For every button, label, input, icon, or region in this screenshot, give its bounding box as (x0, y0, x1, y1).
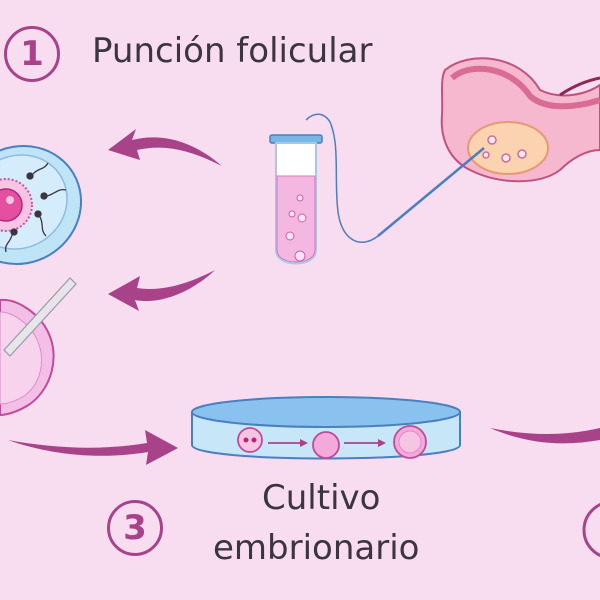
step-3-title-line2: embrionario (213, 528, 420, 568)
step-badge-partial (582, 503, 600, 557)
step-3-title-line1: Cultivo (262, 478, 381, 518)
step-3-badge: 3 (107, 500, 163, 556)
egg-cell-icon (0, 178, 33, 232)
test-tube-icon (269, 134, 323, 265)
embryo-icon (237, 425, 427, 459)
step-1-title: Punción folicular (92, 31, 373, 71)
step-3-number: 3 (123, 508, 147, 548)
aspiration-needle-line (305, 113, 485, 243)
step-1-number: 1 (20, 34, 44, 74)
ovary-icon (467, 121, 549, 175)
needle-icon (3, 277, 77, 357)
sperm-icons (4, 162, 67, 253)
step-1-badge: 1 (4, 26, 60, 82)
curved-arrow-icon (8, 129, 600, 465)
icsi-egg-icon (0, 298, 55, 417)
